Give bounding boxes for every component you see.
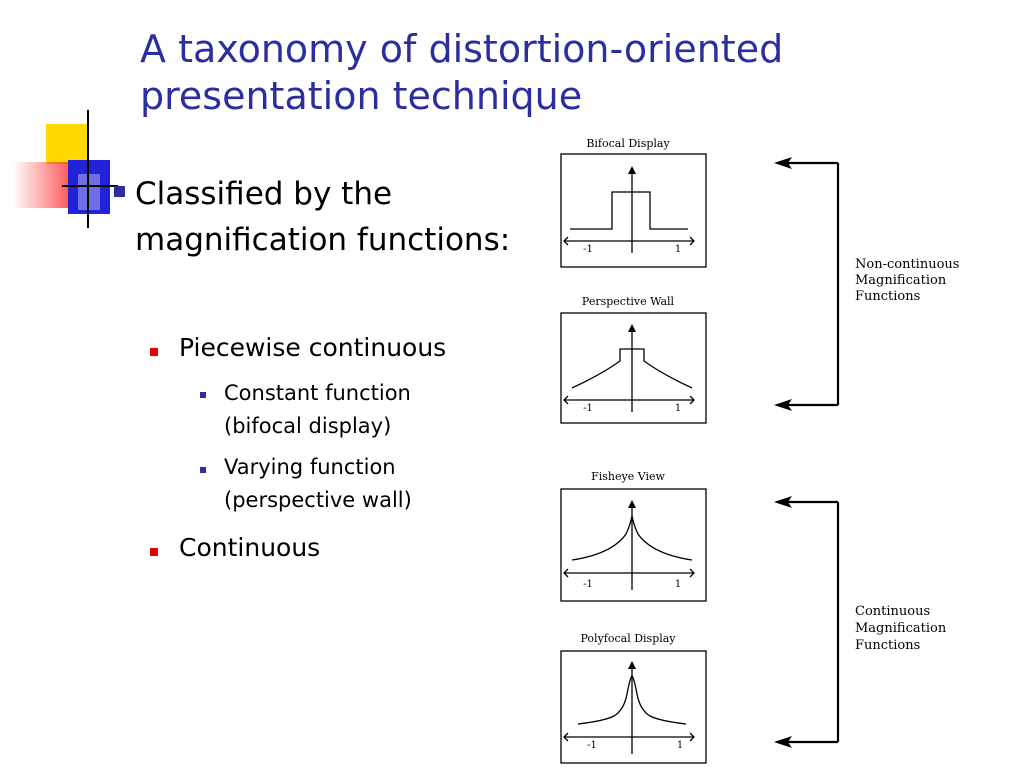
- panel-perspective-wall: Perspective Wall -1 1: [560, 295, 707, 424]
- curve-perspective: [571, 348, 693, 389]
- tick-pos: 1: [675, 403, 681, 414]
- magnification-function-diagram: Bifocal Display -1 1 Perspective Wall -1…: [560, 137, 959, 764]
- group-label-line1: Non-continuous: [855, 257, 959, 272]
- panel-bifocal-display: Bifocal Display -1 1: [560, 137, 707, 268]
- bracket-non-continuous: Non-continuous Magnification Functions: [774, 157, 959, 411]
- bullet-varying-function: Varying function (perspective wall): [224, 451, 484, 517]
- curve-fisheye: [571, 515, 693, 561]
- tick-neg: -1: [583, 244, 593, 255]
- slide-title: A taxonomy of distortion-oriented presen…: [140, 27, 784, 118]
- bullet-varying-function-line2: (perspective wall): [224, 488, 412, 512]
- panel-title-perspective: Perspective Wall: [582, 295, 675, 308]
- tick-neg: -1: [583, 403, 593, 414]
- panel-title-fisheye: Fisheye View: [591, 470, 665, 483]
- tick-pos: 1: [675, 244, 681, 255]
- tick-neg: -1: [587, 740, 597, 751]
- tick-pos: 1: [677, 740, 683, 751]
- group-label-line3: Functions: [855, 289, 920, 304]
- panel-fisheye-view: Fisheye View -1 1: [560, 470, 707, 602]
- bullet-varying-function-line1: Varying function: [224, 455, 396, 479]
- bullet-constant-function: Constant function (bifocal display): [224, 377, 484, 443]
- slide-decoration: [12, 110, 118, 228]
- bullet-continuous: Continuous: [179, 533, 321, 562]
- bullet-classified: Classified by the magnification function…: [135, 176, 511, 258]
- bullet-constant-function-line1: Constant function: [224, 381, 411, 405]
- bullet-piecewise-continuous: Piecewise continuous: [179, 333, 447, 362]
- bullet-marker-level3: [200, 392, 206, 398]
- tick-neg: -1: [583, 579, 593, 590]
- bullet-marker-level2: [150, 348, 158, 356]
- bullet-marker-level3: [200, 467, 206, 473]
- group-label-line1: Continuous: [855, 604, 930, 619]
- bullet-constant-function-line2: (bifocal display): [224, 414, 392, 438]
- bracket-continuous: Continuous Magnification Functions: [774, 496, 947, 748]
- group-label-line3: Functions: [855, 638, 920, 653]
- group-label-line2: Magnification: [855, 621, 947, 636]
- curve-bifocal: [570, 191, 688, 230]
- bullet-marker-level2: [150, 548, 158, 556]
- panel-polyfocal-display: Polyfocal Display -1 1: [560, 632, 707, 764]
- panel-title-bifocal: Bifocal Display: [586, 137, 670, 150]
- panel-title-polyfocal: Polyfocal Display: [580, 632, 676, 645]
- curve-polyfocal: [577, 675, 687, 725]
- tick-pos: 1: [675, 579, 681, 590]
- bullet-marker-level1: [114, 186, 125, 197]
- group-label-line2: Magnification: [855, 273, 947, 288]
